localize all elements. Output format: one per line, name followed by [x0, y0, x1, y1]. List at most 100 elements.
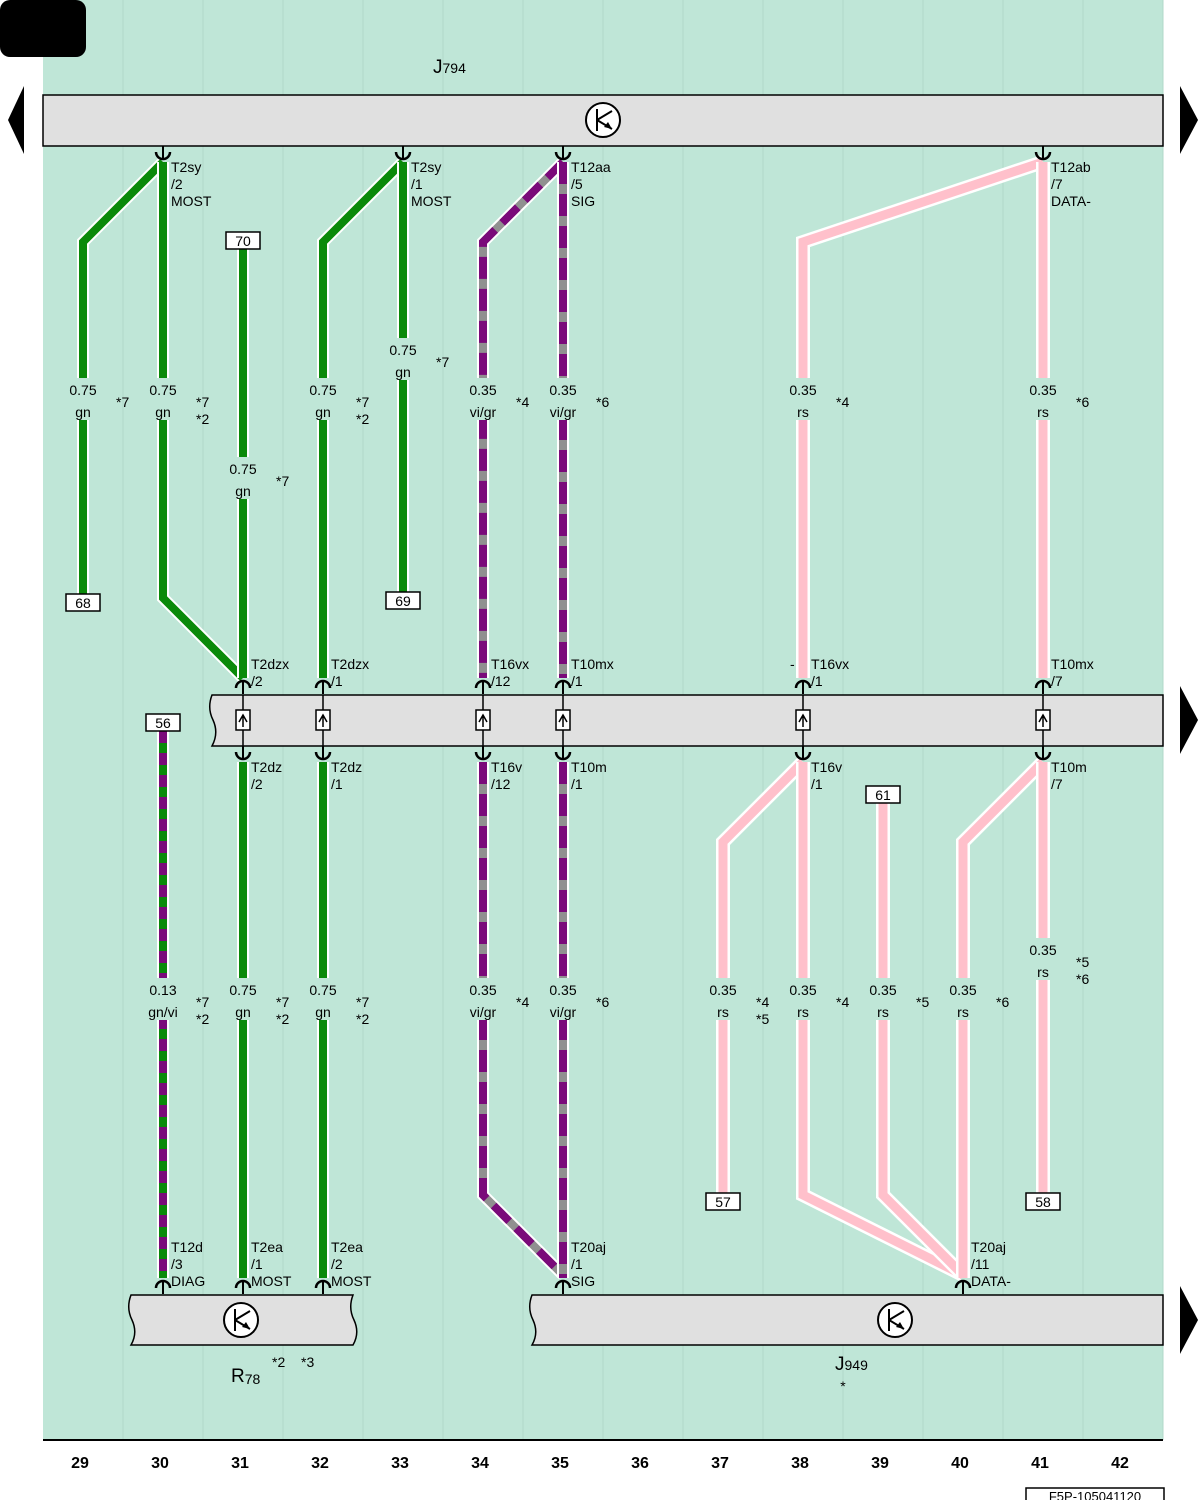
wire-note: *7 — [356, 994, 369, 1010]
wire-note: *7 — [276, 473, 289, 489]
wire-color-label: rs — [797, 404, 809, 420]
wire-size-label: 0.75 — [389, 342, 416, 358]
wire-note: *5 — [756, 1011, 769, 1027]
pin-cup — [234, 751, 252, 761]
wire-color-label: rs — [1037, 404, 1049, 420]
plug-arrow-icon — [798, 713, 808, 727]
wire-label-gap — [147, 378, 179, 420]
control-unit-symbol-icon — [585, 102, 621, 138]
pin-cup — [394, 151, 412, 161]
dash-mark: - — [790, 656, 795, 672]
wire-label-gap — [227, 457, 259, 499]
control-unit-symbol-icon — [223, 1302, 259, 1338]
wire-rs — [798, 157, 1045, 678]
svg-text:58: 58 — [1035, 1194, 1051, 1210]
column-number: 41 — [1031, 1455, 1049, 1472]
reference-box: 69 — [385, 591, 421, 610]
component-r78-label: R78 — [231, 1366, 261, 1387]
wire-size-label: 0.75 — [309, 982, 336, 998]
pin-cup — [234, 679, 252, 689]
wire-label-gap — [947, 978, 979, 1020]
wire-color-label: rs — [957, 1004, 969, 1020]
wire-color-label: vi/gr — [550, 404, 577, 420]
wire-note: *7 — [196, 994, 209, 1010]
plug-arrow-icon — [1038, 713, 1048, 727]
svg-text:69: 69 — [395, 593, 411, 609]
wire-label-gap — [467, 378, 499, 420]
wire-labels: 0.75gn*70.75gn*7*20.75gn*70.75gn*7*20.75… — [67, 338, 1089, 1027]
column-number: 40 — [951, 1455, 969, 1472]
wire-size-label: 0.75 — [229, 982, 256, 998]
connector-label: T16vx/12 — [491, 656, 529, 689]
reference-box: 56 — [145, 713, 181, 732]
wire-color-label: gn — [235, 483, 251, 499]
page-arrow-right-icon[interactable] — [1180, 1286, 1198, 1354]
plug-arrow-icon — [558, 713, 568, 727]
plug-arrow-icon — [238, 713, 248, 727]
wire-color-label: gn — [75, 404, 91, 420]
pin-cup — [314, 679, 332, 689]
svg-text:61: 61 — [875, 787, 891, 803]
pin-cup — [1034, 679, 1052, 689]
pin-cup — [1034, 751, 1052, 761]
pin-cup — [474, 751, 492, 761]
pin-cup — [474, 679, 492, 689]
page-arrow-right-icon[interactable] — [1180, 86, 1198, 154]
connector-strip-housing — [209, 694, 1164, 747]
wire-color-label: rs — [797, 1004, 809, 1020]
wire-gn — [319, 159, 406, 678]
wire-size-label: 0.35 — [949, 982, 976, 998]
wire-size-label: 0.75 — [229, 461, 256, 477]
column-number: 38 — [791, 1455, 809, 1472]
wire-size-label: 0.35 — [1029, 942, 1056, 958]
control-unit-symbol-icon — [877, 1302, 913, 1338]
column-number: 31 — [231, 1455, 249, 1472]
wire-color-label: gn — [315, 1004, 331, 1020]
wire-label-gap — [307, 378, 339, 420]
wire-label-gap — [67, 378, 99, 420]
wire-note: *7 — [276, 994, 289, 1010]
pin-cup — [154, 151, 172, 161]
column-number: 30 — [151, 1455, 169, 1472]
wire-size-label: 0.75 — [69, 382, 96, 398]
pin-cup — [314, 1279, 332, 1289]
wire-note: *7 — [116, 394, 129, 410]
component-r78-note: *3 — [301, 1354, 314, 1370]
wire-note: *5 — [916, 994, 929, 1010]
wire-size-label: 0.35 — [549, 382, 576, 398]
wire-gn — [159, 162, 246, 681]
connector-label: T16vx/1 — [811, 656, 849, 689]
wire-note: *2 — [196, 411, 209, 427]
connector-label: T2dzx/2 — [251, 656, 289, 689]
wire-label-gap — [1027, 938, 1059, 980]
wire-note: *7 — [196, 394, 209, 410]
wire-size-label: 0.35 — [1029, 382, 1056, 398]
wire-label-gap — [307, 978, 339, 1020]
wire-size-label: 0.35 — [469, 982, 496, 998]
reference-box: 61 — [865, 785, 901, 804]
wire-note: *4 — [516, 994, 529, 1010]
wire-color-label: gn — [155, 404, 171, 420]
pin-cup — [554, 151, 572, 161]
wire-color-label: rs — [1037, 964, 1049, 980]
wire-gn — [79, 159, 166, 594]
wire-rs — [958, 758, 1047, 1278]
pin-cup — [234, 1279, 252, 1289]
component-j794-label: J794 — [433, 57, 466, 78]
page-tab-marker — [0, 0, 86, 57]
column-number: 29 — [71, 1455, 89, 1472]
page-arrow-left-icon[interactable] — [8, 86, 24, 154]
wire-label-gap — [707, 978, 739, 1020]
wire-size-label: 0.35 — [549, 982, 576, 998]
wire-color-label: gn — [235, 1004, 251, 1020]
plug-arrow-icon — [478, 713, 488, 727]
wire-size-label: 0.75 — [309, 382, 336, 398]
wire-label-gap — [147, 978, 179, 1020]
page-arrow-right-icon[interactable] — [1180, 686, 1198, 754]
